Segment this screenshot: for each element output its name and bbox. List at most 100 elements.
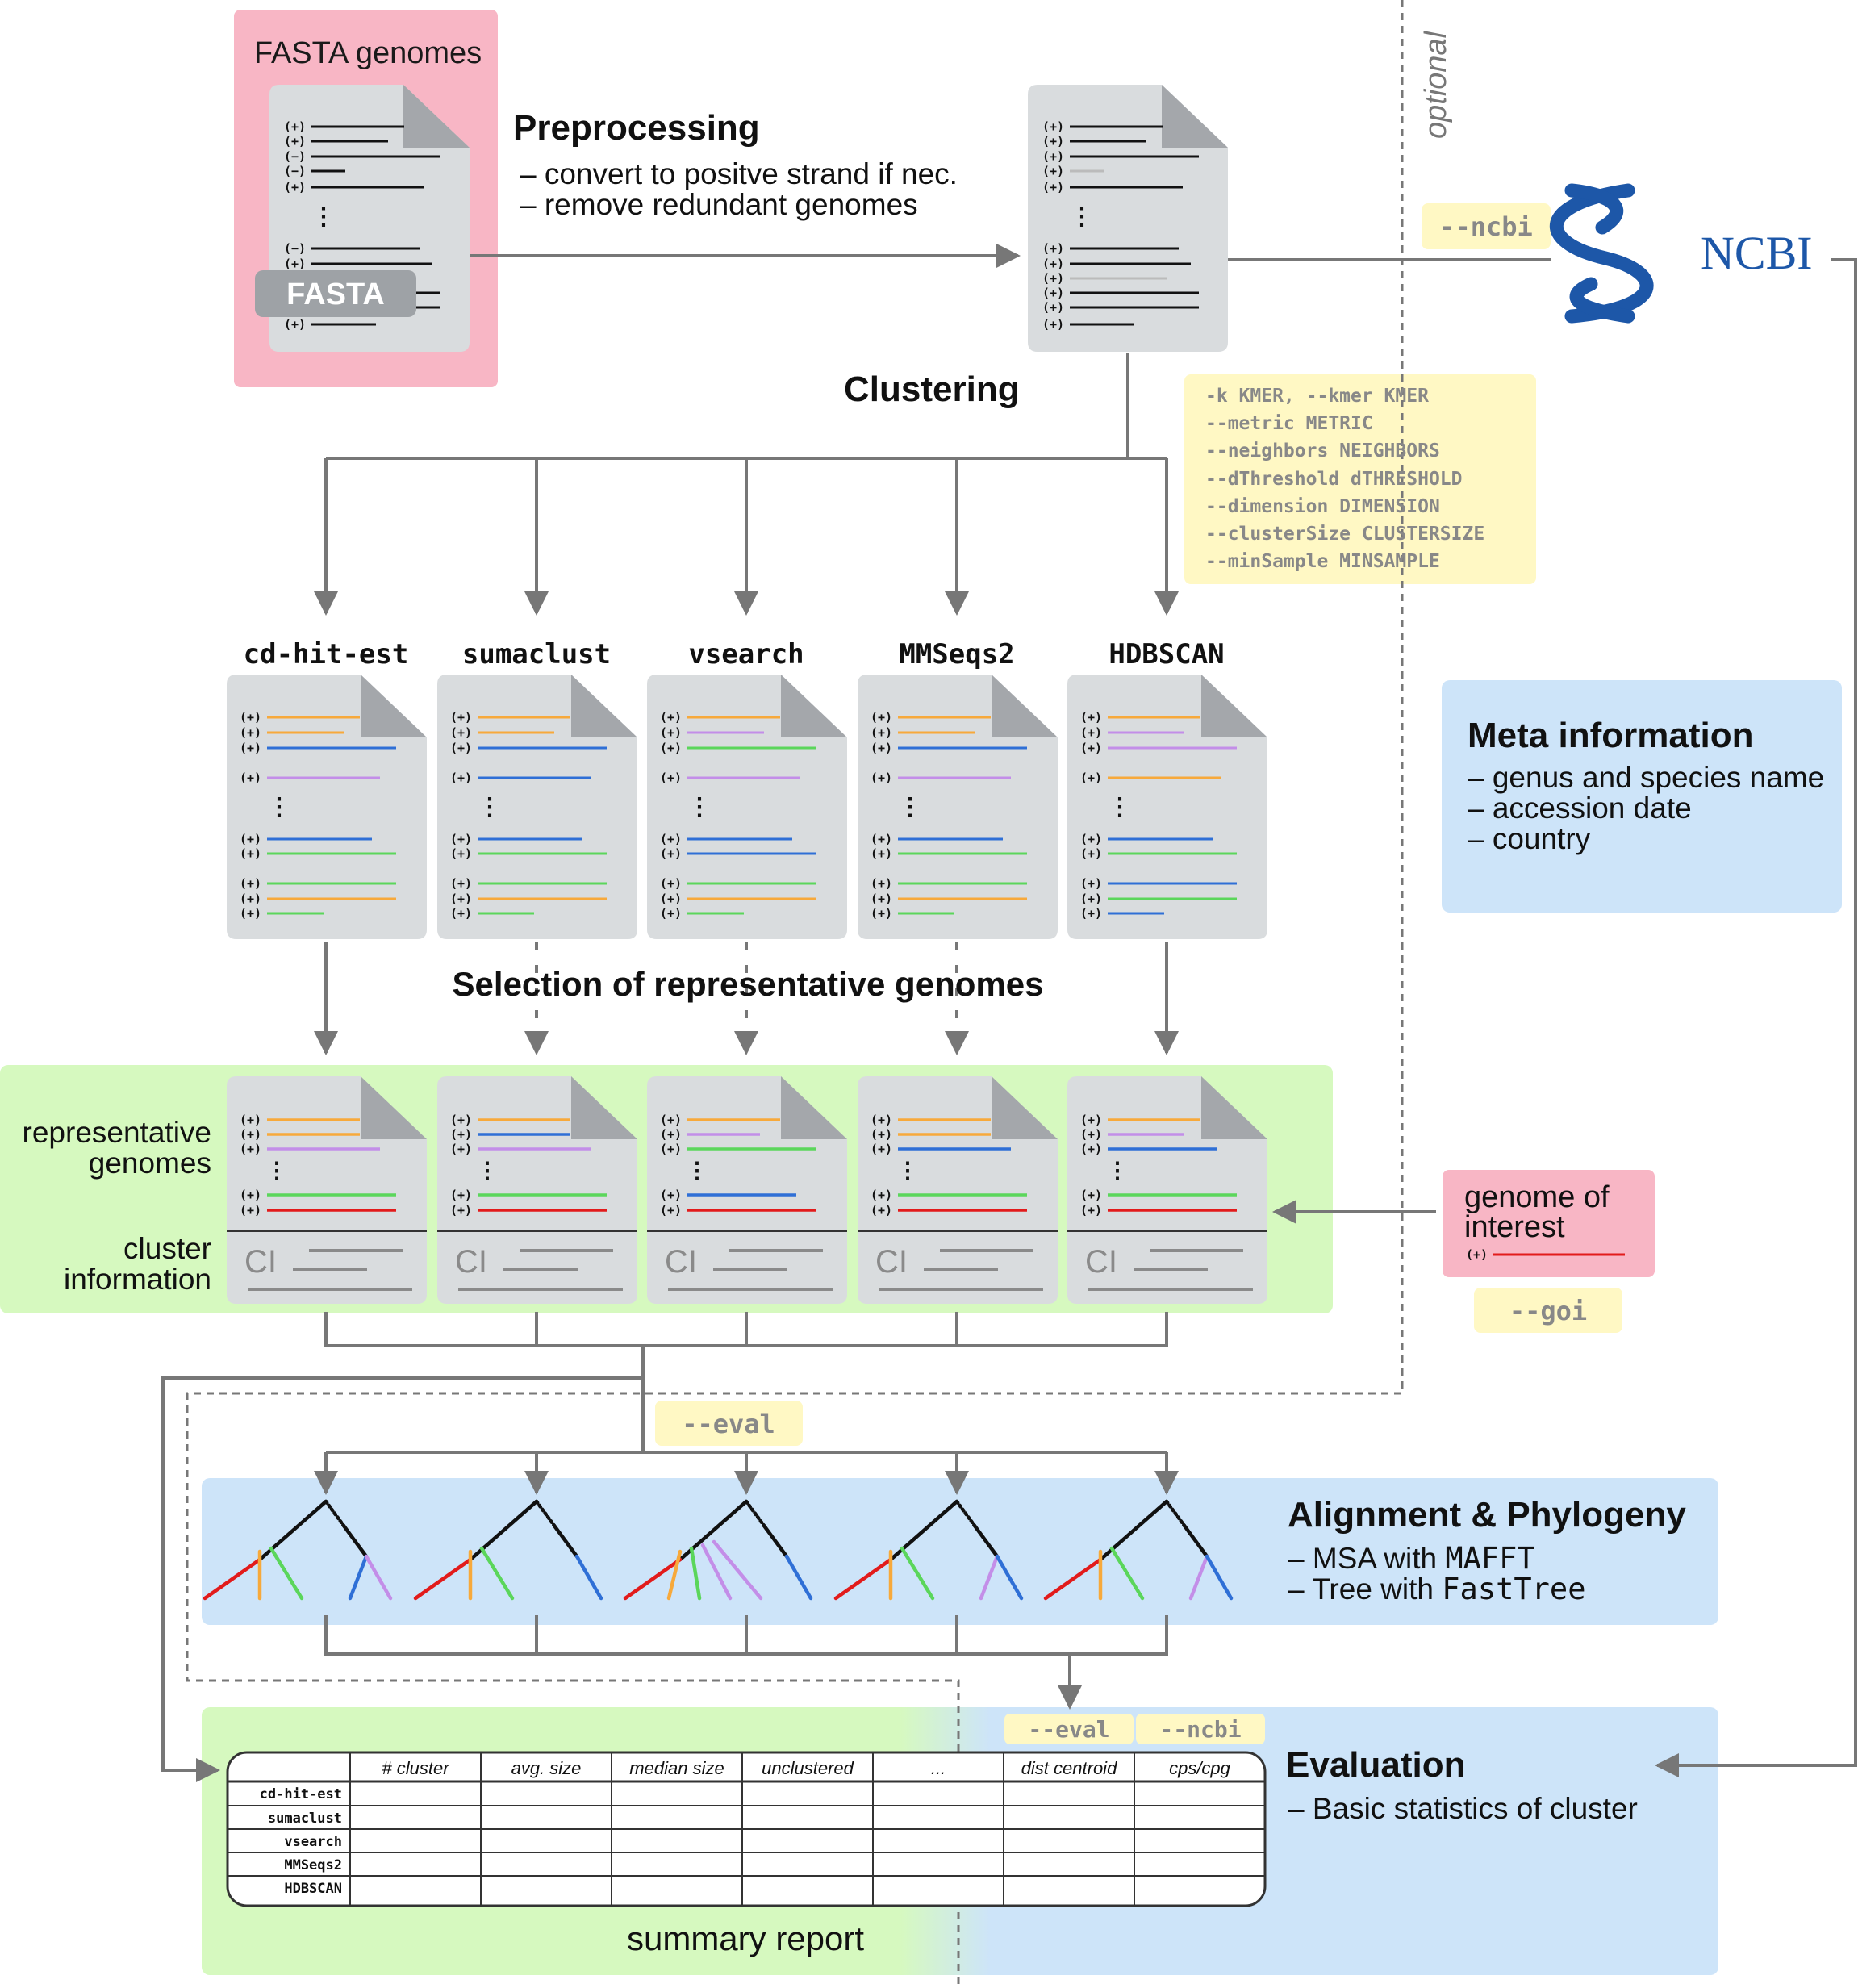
clustered-document: (+)(+)(+)(+)(+)(+)(+)(+)(+)⋮	[858, 674, 1058, 939]
preprocessed-strand-label: (+)	[1042, 119, 1064, 134]
phylogeny-msa-line: – MSA with MAFFT	[1288, 1541, 1535, 1576]
meta-item-1: – genus and species name	[1468, 761, 1824, 794]
eval-flag-box	[655, 1401, 803, 1446]
document-fold	[992, 1076, 1058, 1139]
strand-label: (+)	[871, 846, 892, 861]
phylogenetic-tree	[1043, 1499, 1234, 1601]
strand-label: (+)	[871, 771, 892, 785]
preprocessed-strand-label: (+)	[1042, 257, 1064, 271]
param-minsample: --minSample MINSAMPLE	[1205, 551, 1440, 572]
strand-label: (+)	[1080, 876, 1102, 891]
phylogeny-msa-tool: MAFFT	[1445, 1541, 1534, 1576]
param-clustersize: --clusterSize CLUSTERSIZE	[1205, 524, 1484, 545]
strand-label: (+)	[660, 846, 682, 861]
strand-label: (+)	[450, 1188, 472, 1202]
table-row-header: vsearch	[284, 1834, 342, 1850]
preprocessed-strand-label: (+)	[1042, 300, 1064, 315]
document-fold	[571, 1076, 637, 1139]
strand-label: (+)	[240, 1127, 261, 1142]
tree-leaf	[1109, 1546, 1145, 1601]
tree-leaf	[364, 1554, 393, 1601]
eval-flag-2: --eval	[1028, 1716, 1109, 1743]
tree-leaf	[995, 1554, 1024, 1601]
param-metric: --metric METRIC	[1205, 413, 1373, 434]
document-page	[1067, 674, 1267, 939]
strand-label: (+)	[1080, 906, 1102, 921]
phylogenetic-tree	[623, 1499, 813, 1601]
strand-label: (+)	[450, 846, 472, 861]
phylogeny-tree-line: – Tree with FastTree	[1288, 1572, 1585, 1606]
strand-label: (+)	[660, 832, 682, 846]
strand-label: (+)	[240, 832, 261, 846]
tree-leaf	[479, 1546, 515, 1601]
input-strand-label: (−)	[284, 149, 306, 164]
input-ellipsis: ⋮	[311, 203, 336, 231]
input-strand-label: (+)	[284, 180, 306, 194]
summary-report-label: summary report	[627, 1919, 864, 1957]
ci-label: CI	[1085, 1244, 1117, 1280]
preprocessed-strand-label: (+)	[1042, 164, 1064, 178]
representative-document: (+)(+)(+)(+)(+)⋮CI	[647, 1076, 847, 1304]
fasta-badge-label: FASTA	[286, 278, 385, 311]
strand-label: (+)	[450, 1113, 472, 1127]
strand-label: (+)	[660, 1127, 682, 1142]
strand-label: (+)	[450, 1203, 472, 1217]
goi-label-1: genome of	[1464, 1180, 1610, 1214]
strand-label: (+)	[660, 1203, 682, 1217]
table-column-header: median size	[629, 1758, 724, 1778]
ncbi-flag-box	[1422, 203, 1551, 249]
strand-label: (+)	[450, 1142, 472, 1156]
meta-item-2: – accession date	[1468, 791, 1692, 825]
tree-leaf	[574, 1554, 603, 1601]
strand-label: (+)	[660, 906, 682, 921]
table-row-header: HDBSCAN	[284, 1881, 342, 1897]
phylogeny-panel	[202, 1478, 1718, 1625]
ncbi-flag-box-2	[1136, 1714, 1265, 1744]
param-kmer: -k KMER, --kmer KMER	[1205, 386, 1429, 407]
tree-leaf	[666, 1549, 683, 1601]
document-fold	[781, 1076, 847, 1139]
document-page	[858, 674, 1058, 939]
document-page	[647, 674, 847, 939]
tree-leaf	[784, 1554, 813, 1601]
strand-label: (+)	[240, 1142, 261, 1156]
preprocessed-sequence-lines: (+)(+)(+)(+)(+)⋮(+)(+)(+)(+)(+)(+)	[1042, 119, 1199, 332]
ncbi-flag: --ncbi	[1439, 211, 1533, 242]
clustered-document: (+)(+)(+)(+)(+)(+)(+)(+)(+)⋮	[437, 674, 637, 939]
tree-leaf	[689, 1546, 702, 1601]
clustered-document: (+)(+)(+)(+)(+)(+)(+)(+)(+)⋮	[1067, 674, 1267, 939]
ellipsis: ⋮	[1106, 1157, 1129, 1184]
phylogeny-tree-prefix: – Tree with	[1288, 1572, 1442, 1606]
cluster-params: -k KMER, --kmer KMER --metric METRIC --n…	[1205, 386, 1484, 572]
strand-label: (+)	[240, 771, 261, 785]
strand-label: (+)	[1080, 892, 1102, 906]
strand-label: (+)	[240, 1113, 261, 1127]
strand-label: (+)	[1080, 725, 1102, 740]
strand-label: (+)	[871, 906, 892, 921]
preprocessing-step-2: – remove redundant genomes	[520, 188, 918, 221]
tree-leaf	[700, 1543, 733, 1601]
phylogenetic-tree	[833, 1499, 1024, 1601]
input-strand-label: (+)	[284, 134, 306, 148]
preprocessing-title: Preprocessing	[513, 108, 760, 148]
ci-label: CI	[244, 1244, 277, 1280]
strand-label: (+)	[450, 710, 472, 725]
strand-label: (+)	[450, 832, 472, 846]
phylogeny-title: Alignment & Phylogeny	[1288, 1495, 1686, 1535]
document-fold	[992, 674, 1058, 737]
ncbi-helix-icon	[1550, 183, 1654, 324]
input-strand-label: (+)	[284, 317, 306, 332]
preprocessed-ellipsis: ⋮	[1070, 203, 1094, 231]
selection-title: Selection of representative genomes	[453, 965, 1044, 1003]
clustering-title: Clustering	[844, 370, 1020, 409]
strand-label: (+)	[1080, 1127, 1102, 1142]
strand-label: (+)	[1080, 846, 1102, 861]
preprocessing-step-1: – convert to positve strand if nec.	[520, 157, 958, 190]
ellipsis: ⋮	[478, 793, 502, 821]
ellipsis: ⋮	[896, 1157, 919, 1184]
meta-item-3: – country	[1468, 822, 1591, 855]
meta-title: Meta information	[1468, 716, 1753, 755]
phylogenetic-tree	[413, 1499, 603, 1601]
strand-label: (+)	[450, 771, 472, 785]
